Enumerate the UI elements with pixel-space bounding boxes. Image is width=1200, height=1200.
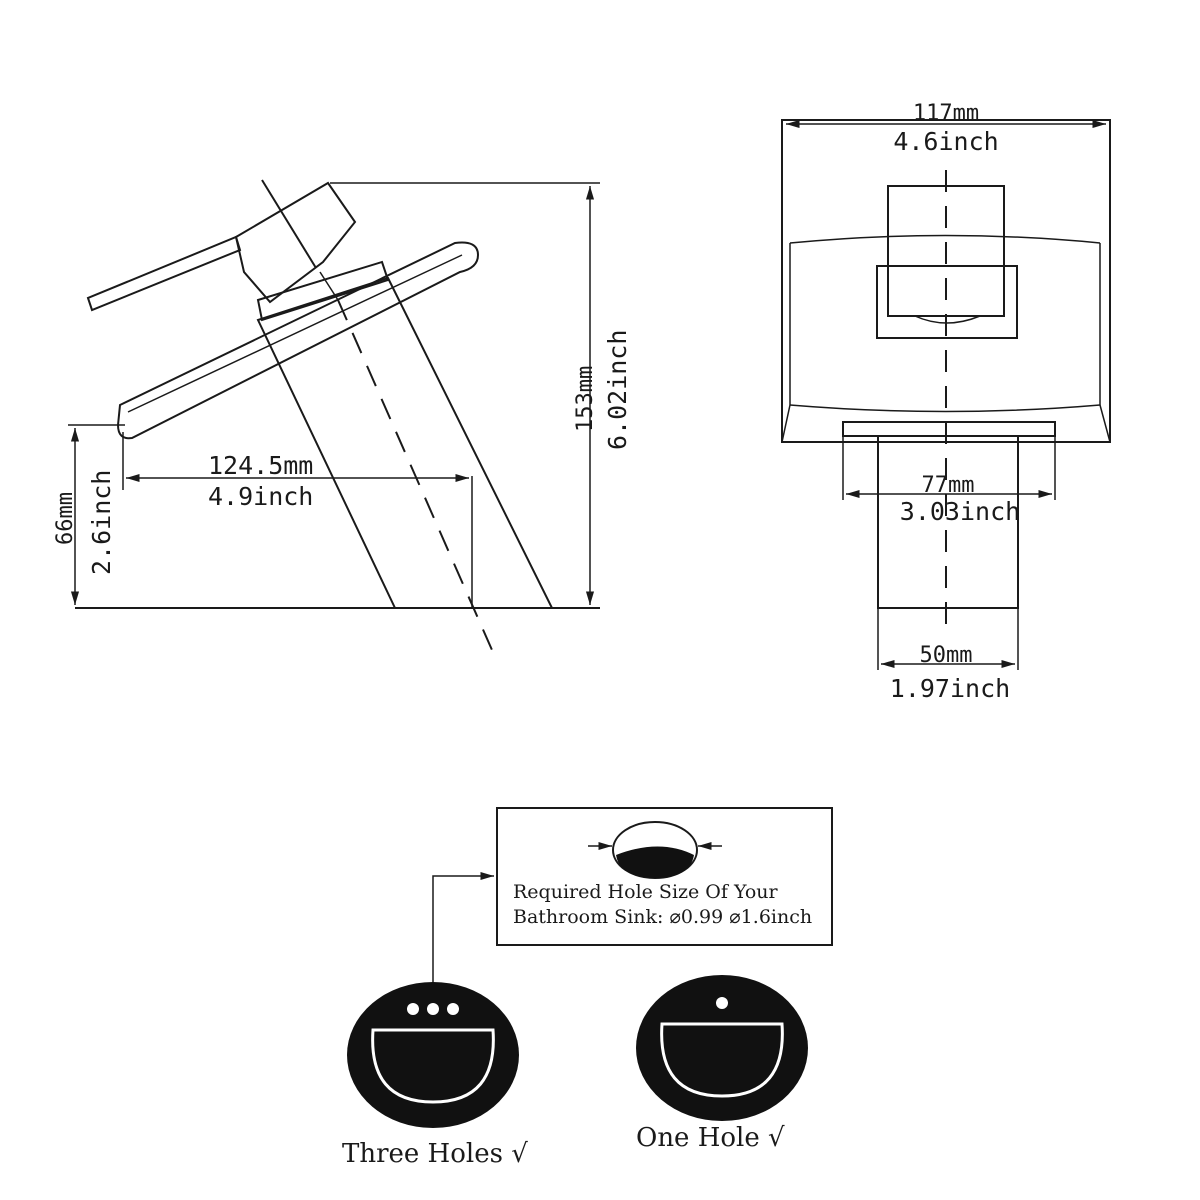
hole-icon bbox=[588, 821, 722, 879]
width-dimension: 117mm 4.6inch bbox=[786, 101, 1106, 156]
note-leader bbox=[432, 871, 494, 990]
height-inch-label: 6.02inch bbox=[603, 330, 632, 450]
note-line-2: Bathroom Sink: ⌀0.99 ⌀1.6inch bbox=[513, 906, 812, 928]
faucet-collar bbox=[256, 260, 390, 322]
faucet-handle bbox=[86, 179, 357, 312]
three-hole-sink: Three Holes √ bbox=[342, 982, 528, 1169]
spout-height-inch-label: 2.6inch bbox=[87, 470, 116, 575]
hole-size-note: Required Hole Size Of Your Bathroom Sink… bbox=[432, 807, 833, 990]
height-dimension: 153mm 6.02inch bbox=[330, 182, 632, 605]
spout-height-mm-label: 66mm bbox=[53, 492, 78, 545]
reach-inch-label: 4.9inch bbox=[208, 482, 313, 511]
front-body bbox=[877, 435, 1019, 609]
front-view: 117mm 4.6inch 77mm 3.03inch 50mm 1.97inc… bbox=[781, 101, 1111, 703]
spout-height-dimension: 66mm 2.6inch bbox=[53, 424, 125, 605]
spout-top-curve bbox=[789, 234, 1101, 244]
base-inch-label: 3.03inch bbox=[900, 497, 1020, 526]
width-inch-label: 4.6inch bbox=[893, 127, 998, 156]
base-dimension: 77mm 3.03inch bbox=[842, 436, 1056, 526]
note-line-1: Required Hole Size Of Your bbox=[513, 881, 779, 903]
height-mm-label: 153mm bbox=[573, 366, 598, 432]
side-view: 153mm 6.02inch 124.5mm 4.9inch 66mm 2.6i… bbox=[53, 179, 632, 651]
width-mm-label: 117mm bbox=[913, 101, 979, 126]
one-hole-caption: One Hole √ bbox=[636, 1123, 785, 1153]
faucet-spout bbox=[116, 241, 480, 440]
reach-dimension: 124.5mm 4.9inch bbox=[122, 432, 473, 608]
reach-mm-label: 124.5mm bbox=[208, 451, 313, 480]
body-mm-label: 50mm bbox=[920, 643, 973, 668]
base-mm-label: 77mm bbox=[922, 473, 975, 498]
body-dimension: 50mm 1.97inch bbox=[877, 608, 1019, 703]
one-hole-sink: One Hole √ bbox=[636, 975, 808, 1153]
front-base-plate bbox=[842, 421, 1056, 437]
three-holes-caption: Three Holes √ bbox=[342, 1139, 528, 1169]
body-inch-label: 1.97inch bbox=[890, 674, 1010, 703]
spout-bottom-curve bbox=[789, 404, 1101, 413]
note-box bbox=[496, 807, 833, 946]
